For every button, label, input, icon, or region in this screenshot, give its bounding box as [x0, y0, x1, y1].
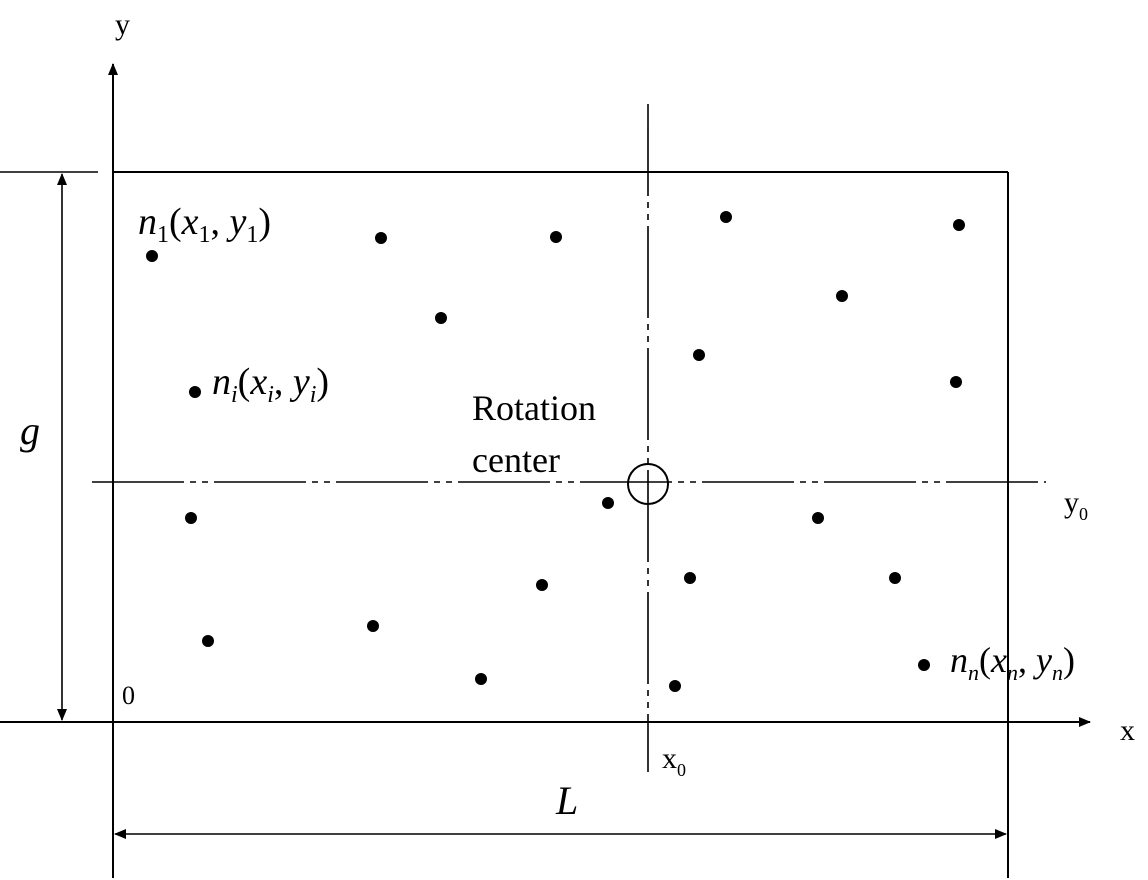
- point: [550, 231, 562, 243]
- x0-label: x0: [662, 742, 686, 780]
- point: [836, 290, 848, 302]
- point: [202, 635, 214, 647]
- point: [375, 232, 387, 244]
- point: [669, 680, 681, 692]
- point-label-nn: nn(xn, yn): [950, 640, 1075, 685]
- y-axis-label: y: [115, 8, 130, 41]
- origin-label: 0: [122, 681, 135, 710]
- rotation-center-label-line2: center: [472, 440, 560, 480]
- point-group: [146, 211, 965, 692]
- point: [953, 219, 965, 231]
- x-axis-label: x: [1120, 714, 1135, 747]
- rotation-center-label-line1: Rotation: [472, 388, 596, 428]
- point: [889, 572, 901, 584]
- point: [146, 250, 158, 262]
- y0-label: y0: [1064, 486, 1088, 524]
- point: [435, 312, 447, 324]
- point: [693, 349, 705, 361]
- point: [189, 386, 201, 398]
- rotation-center-marker: [627, 463, 669, 505]
- point: [950, 376, 962, 388]
- point: [602, 497, 614, 509]
- point: [720, 211, 732, 223]
- point: [918, 659, 930, 671]
- l-dimension-label: L: [555, 778, 578, 823]
- point: [536, 579, 548, 591]
- point-label-ni: ni(xi, yi): [212, 361, 329, 408]
- point-label-n1: n1(x1, y1): [138, 201, 271, 248]
- g-dimension-label: g: [20, 408, 40, 453]
- point: [185, 512, 197, 524]
- point: [812, 512, 824, 524]
- point: [367, 620, 379, 632]
- point: [475, 673, 487, 685]
- point: [684, 572, 696, 584]
